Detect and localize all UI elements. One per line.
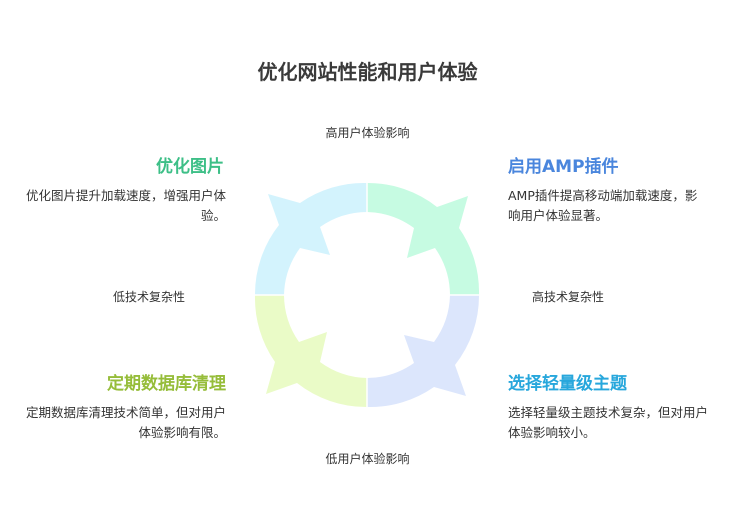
ring-segment-bottom-left xyxy=(254,295,367,408)
quadrant-desc-lightweight-theme: 选择轻量级主题技术复杂，但对用户体验影响较小。 xyxy=(508,405,709,440)
quadrant-title-lightweight-theme: 选择轻量级主题 xyxy=(508,374,627,394)
quadrant-title-optimize-images: 优化图片 xyxy=(156,157,224,177)
ring-segment-top-left xyxy=(254,182,367,295)
quadrant-title-database-cleanup: 定期数据库清理 xyxy=(107,374,226,394)
axis-label-bottom: 低用户体验影响 xyxy=(325,452,410,466)
quadrant-desc-enable-amp: AMP插件提高移动端加载速度，影响用户体验显著。 xyxy=(508,188,698,223)
quadrant-desc-optimize-images: 优化图片提升加载速度，增强用户体验。 xyxy=(26,188,227,223)
ring-segment-top-right xyxy=(367,182,480,295)
quadrant-desc-database-cleanup: 定期数据库清理技术简单，但对用户体验影响有限。 xyxy=(26,405,227,440)
quadrant-title-enable-amp: 启用AMP插件 xyxy=(508,157,619,177)
diagram-title: 优化网站性能和用户体验 xyxy=(257,60,478,84)
ring-segment-bottom-right xyxy=(367,295,480,408)
axis-label-right: 高技术复杂性 xyxy=(532,290,605,304)
axis-label-left: 低技术复杂性 xyxy=(113,290,186,304)
axis-label-top: 高用户体验影响 xyxy=(325,126,410,140)
